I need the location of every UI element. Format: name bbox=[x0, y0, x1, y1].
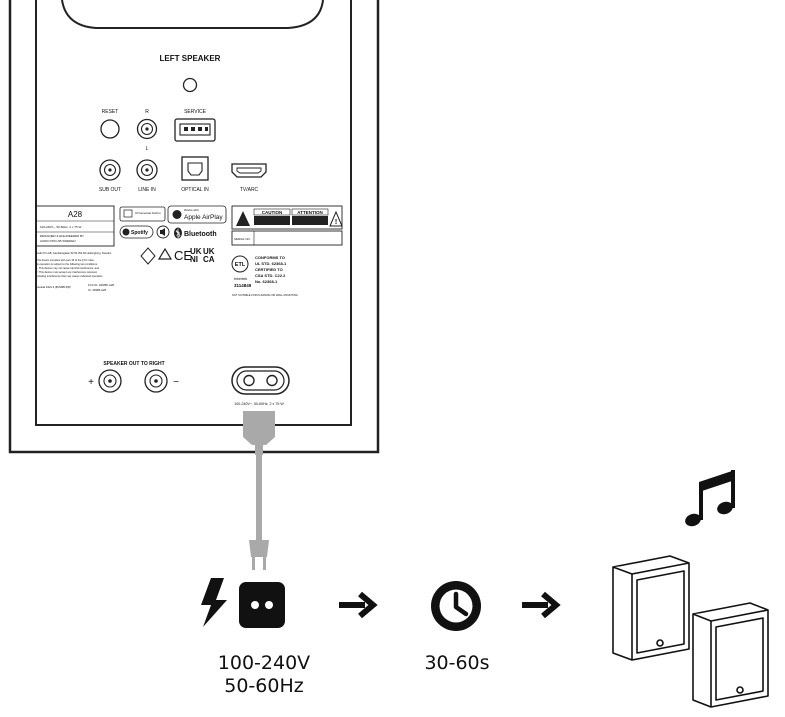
svg-text:ETL: ETL bbox=[235, 262, 246, 268]
serial-box: SERIAL NO. bbox=[231, 230, 343, 246]
svg-text:Works with: Works with bbox=[184, 208, 199, 212]
sub-out-jack[interactable] bbox=[99, 159, 121, 181]
rca-right-input[interactable] bbox=[136, 118, 158, 140]
caution-box: CAUTION ATTENTION ! bbox=[231, 205, 343, 230]
voltage-label: 100-240V bbox=[218, 652, 310, 674]
power-inlet-socket[interactable] bbox=[231, 366, 290, 395]
clock-icon bbox=[431, 581, 481, 631]
music-note-icon bbox=[685, 470, 735, 527]
svg-text:CAUTION: CAUTION bbox=[262, 210, 283, 215]
etl-mark: ETL Intertek 3114849 bbox=[231, 255, 252, 288]
fcc-line-4: 2. This device must accept any interfere… bbox=[36, 270, 98, 274]
line-in-label: LINE IN bbox=[138, 187, 156, 193]
ca-mark: CA bbox=[203, 255, 215, 264]
usb-service-port[interactable] bbox=[174, 118, 216, 142]
fcc-line-2: Its operation is subject to the followin… bbox=[36, 262, 98, 266]
model-name: A28 bbox=[68, 210, 83, 219]
fcc-line-5: including interference that may cause un… bbox=[36, 274, 103, 278]
small-note: NOT SUITABLE FOR PLANNING OR WALL MOUNTI… bbox=[232, 293, 298, 297]
fcc-id: FCC ID: 2ADBP-A28 bbox=[88, 283, 114, 287]
left-input-label: L bbox=[146, 146, 149, 152]
plug-prong-left bbox=[252, 557, 255, 570]
bass-port-opening bbox=[61, 0, 324, 29]
conforms-3: CERTIFIED TO bbox=[255, 267, 283, 272]
company-address: Audio Pro AB, Gamlebogatan 52-56 254 66 … bbox=[36, 251, 112, 255]
ce-mark: CE bbox=[174, 248, 192, 263]
canada-code: Canada ICES-3 (B)/NMB-3(B) bbox=[36, 285, 71, 289]
label-rating: 100-240V~, 50-60Hz, 2 x 75 W bbox=[40, 225, 81, 229]
hdmi-tv-arc-port[interactable] bbox=[231, 163, 267, 178]
fcc-line-1: This device complies with part 15 of the… bbox=[36, 258, 95, 262]
cable-cord bbox=[256, 455, 262, 540]
chromecast-badge: Chromecast built-in bbox=[119, 206, 166, 222]
designed-line-1: DESIGNED & ENGINEERED BY bbox=[40, 234, 84, 238]
power-outlet-icon bbox=[239, 582, 285, 628]
conforms-1: CONFORMS TO bbox=[255, 255, 285, 260]
speaker-rear-panel: LEFT SPEAKER RESET R SERVICE L bbox=[8, 0, 380, 454]
optical-in-port[interactable] bbox=[181, 156, 209, 181]
conforms-5: No. 62368-1 bbox=[255, 279, 278, 284]
intertek-number: 3114849 bbox=[234, 283, 252, 288]
plug-prong-right bbox=[263, 557, 266, 570]
reset-button[interactable] bbox=[100, 119, 120, 139]
power-rating-label: 100-240V~, 50-60Hz, 2 x 75 W bbox=[234, 402, 284, 406]
sub-out-label: SUB OUT bbox=[99, 187, 121, 193]
speaker-front bbox=[692, 602, 769, 708]
right-input-label: R bbox=[145, 109, 149, 115]
power-cable bbox=[243, 411, 275, 570]
ni-mark: NI bbox=[190, 255, 198, 264]
product-label: A28 100-240V~, 50-60Hz, 2 x 75 W DESIGNE… bbox=[35, 205, 343, 297]
model-box bbox=[35, 205, 115, 247]
speaker-glyph-inner bbox=[160, 228, 165, 236]
svg-text:Spotify: Spotify bbox=[131, 230, 148, 236]
conforms-2: UL STD. 62368-1 bbox=[255, 261, 287, 266]
svg-text:Bluetooth: Bluetooth bbox=[184, 231, 217, 238]
arrow-right-icon bbox=[522, 591, 561, 619]
status-led bbox=[182, 77, 198, 93]
designed-line-2: AUDIO PRO AB SWEDEN bbox=[40, 239, 76, 243]
rca-left-input[interactable] bbox=[136, 159, 158, 181]
panel-title: LEFT SPEAKER bbox=[160, 54, 221, 63]
speaker-out-negative-terminal[interactable] bbox=[144, 369, 168, 393]
ic-id: IC: 26985-A28 bbox=[88, 288, 106, 292]
svg-text:!: ! bbox=[335, 219, 337, 226]
tv-arc-label: TV/ARC bbox=[240, 187, 259, 193]
airplay-badge: Works with Apple AirPlay bbox=[167, 205, 227, 224]
plus-sign: + bbox=[88, 377, 94, 388]
svg-text:Chromecast built-in: Chromecast built-in bbox=[135, 211, 161, 215]
cable-plug-head bbox=[243, 411, 275, 445]
lightning-bolt-icon bbox=[201, 578, 227, 627]
fcc-line-3: 1. This device may not cause harmful int… bbox=[36, 266, 100, 270]
cert-marks: CE UK NI UK CA bbox=[140, 247, 215, 265]
speaker-out-label: SPEAKER OUT TO RIGHT bbox=[103, 361, 164, 367]
service-label: SERVICE bbox=[184, 109, 207, 115]
svg-text:ATTENTION: ATTENTION bbox=[297, 210, 322, 215]
optical-in-label: OPTICAL IN bbox=[181, 187, 209, 193]
spotify-badge: Spotify bbox=[119, 225, 154, 239]
conforms-4: CSA STD. C22.2 bbox=[255, 273, 286, 278]
speaker-glyph-icon bbox=[156, 225, 170, 239]
minus-sign: − bbox=[173, 377, 179, 388]
arrow-right-icon bbox=[339, 591, 378, 619]
speaker-outer-cabinet bbox=[8, 0, 380, 454]
wall-plug-body bbox=[249, 540, 269, 557]
ukca-top: UK bbox=[190, 247, 202, 256]
bluetooth-badge: Bluetooth bbox=[174, 227, 217, 239]
frequency-label: 50-60Hz bbox=[224, 675, 303, 697]
uk-top: UK bbox=[203, 247, 215, 256]
wait-time-label: 30-60s bbox=[424, 652, 489, 674]
speakers-icon bbox=[612, 555, 769, 708]
svg-text:SERIAL NO.: SERIAL NO. bbox=[234, 237, 251, 241]
intertek: Intertek bbox=[234, 276, 247, 281]
reset-label: RESET bbox=[102, 109, 119, 115]
speaker-out-positive-terminal[interactable] bbox=[98, 369, 122, 393]
svg-text:Apple AirPlay: Apple AirPlay bbox=[184, 214, 223, 221]
speaker-back bbox=[612, 555, 690, 661]
